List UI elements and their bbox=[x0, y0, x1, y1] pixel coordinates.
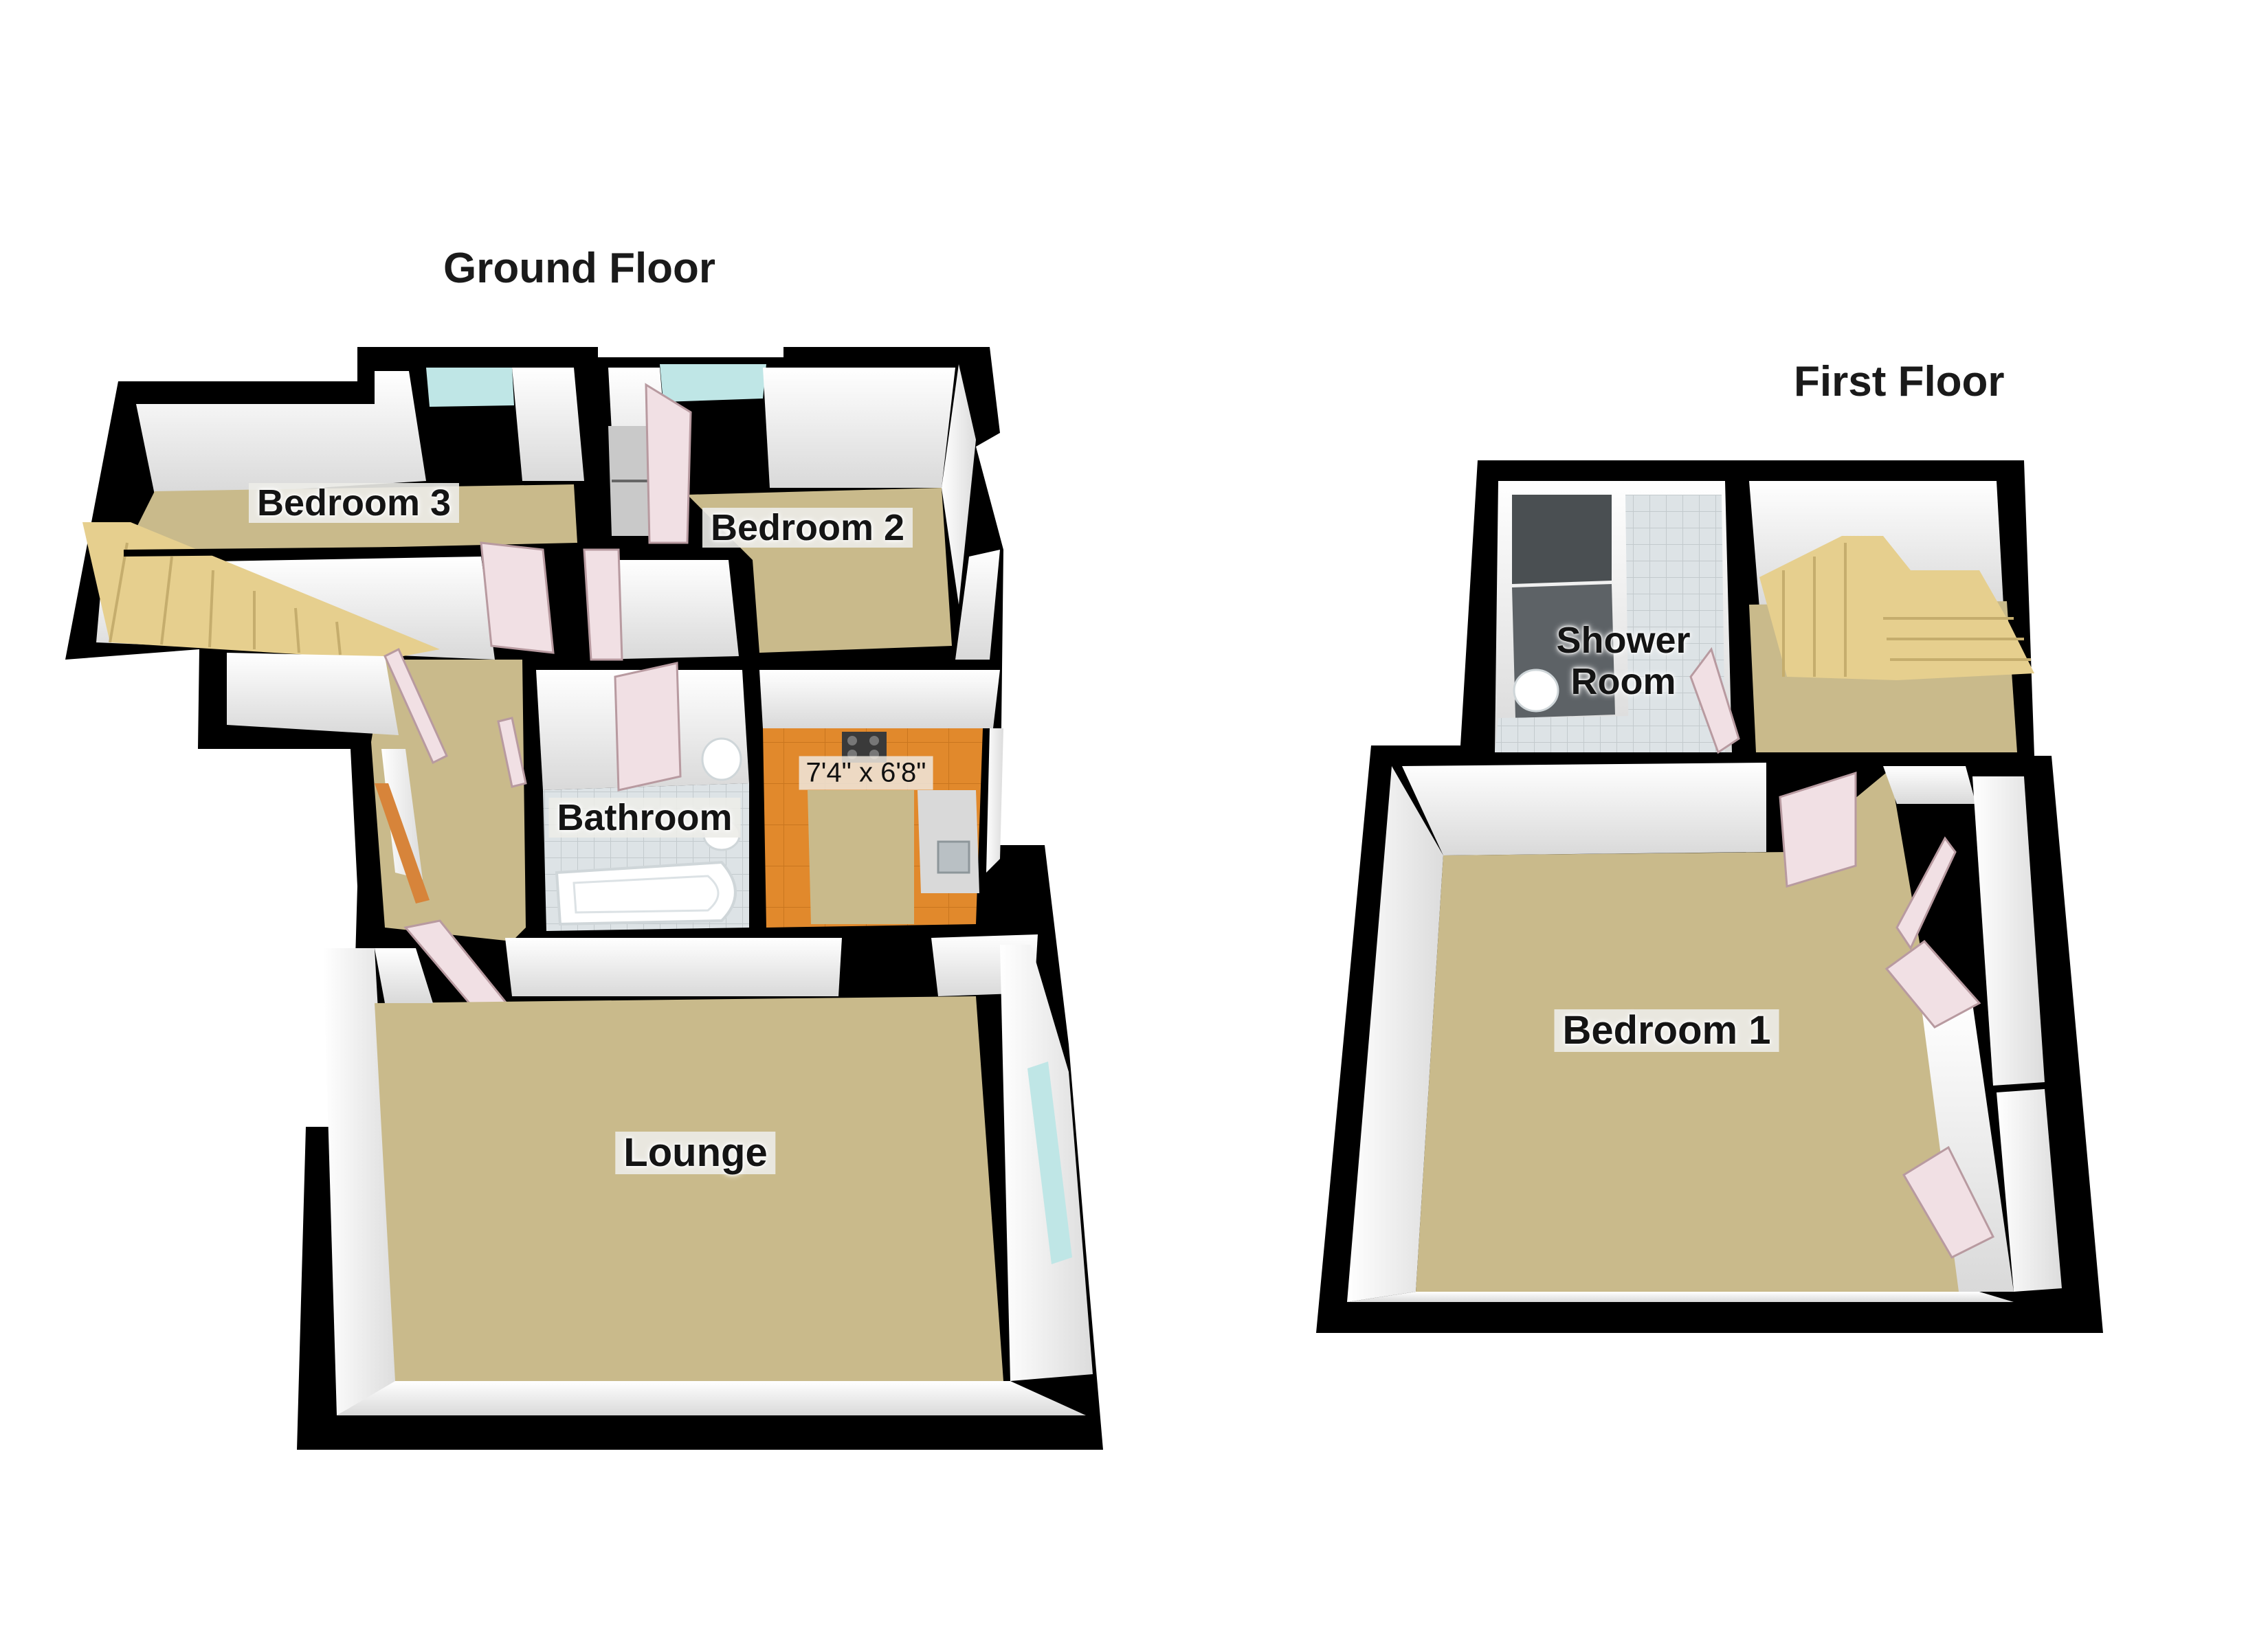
first-floor-plan bbox=[1316, 460, 2103, 1333]
bedroom-2-label: Bedroom 2 bbox=[702, 508, 913, 548]
lounge-label: Lounge bbox=[615, 1132, 776, 1174]
room-lounge bbox=[323, 945, 1093, 1415]
shower-room-label-line2: Room bbox=[1570, 661, 1676, 702]
bedroom-3-label: Bedroom 3 bbox=[248, 483, 460, 523]
kitchen-dimensions-label: 7'4" x 6'8" bbox=[799, 756, 933, 790]
ground-floor-title: Ground Floor bbox=[443, 245, 716, 292]
shower-room-label-line1: Shower bbox=[1556, 620, 1691, 661]
first-floor-title: First Floor bbox=[1794, 358, 2005, 405]
room-shower-room bbox=[1495, 481, 1740, 754]
room-hallway bbox=[227, 541, 623, 1018]
hall-cupboard bbox=[584, 560, 739, 660]
staircase-ground bbox=[82, 522, 440, 660]
ground-floor-plan bbox=[65, 347, 1103, 1450]
shower-room-label: Shower Room bbox=[1556, 622, 1690, 700]
bathroom-label: Bathroom bbox=[548, 798, 741, 838]
staircase-first bbox=[1759, 536, 2034, 680]
bedroom-1-label: Bedroom 1 bbox=[1554, 1009, 1779, 1052]
room-landing bbox=[1749, 481, 2034, 752]
